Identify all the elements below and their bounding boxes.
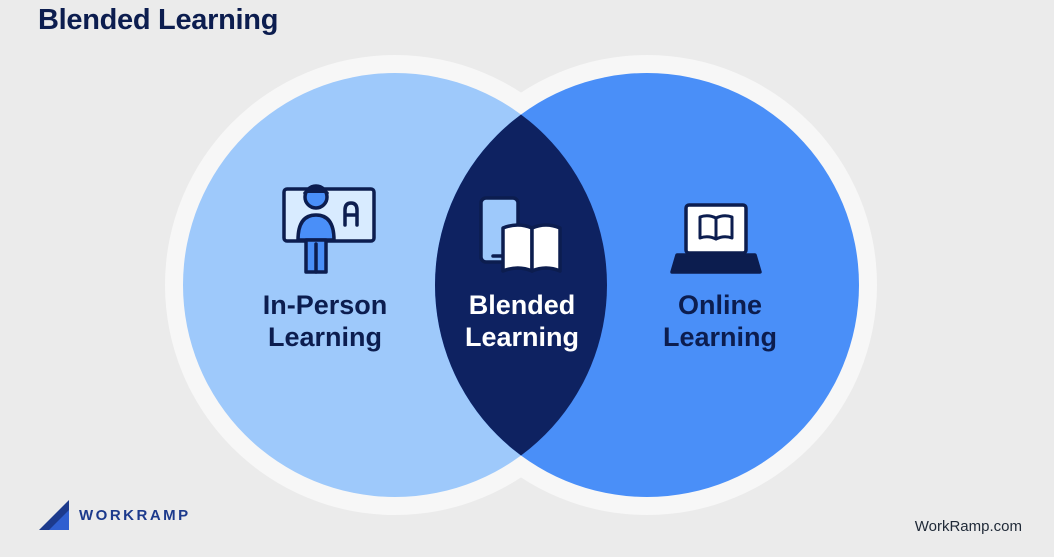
blended-overlap (435, 73, 607, 497)
blended-learning-label: Blended Learning (402, 289, 642, 353)
workramp-logo: WORKRAMP (39, 500, 191, 530)
in-person-label-line1: In-Person (262, 290, 388, 320)
teacher-board-icon (282, 184, 376, 274)
in-person-label-line2: Learning (267, 322, 382, 352)
laptop-book-icon (670, 203, 762, 274)
website-url: WorkRamp.com (914, 518, 1022, 535)
in-person-learning-label: In-Person Learning (205, 289, 445, 353)
blended-label-line1: Blended (468, 290, 576, 320)
workramp-logo-icon (39, 500, 69, 530)
online-learning-label: Online Learning (600, 289, 840, 353)
page-title: Blended Learning (38, 4, 279, 36)
logo-wordmark: WORKRAMP (79, 506, 191, 524)
online-label-line2: Learning (662, 322, 777, 352)
blended-label-line2: Learning (464, 322, 579, 352)
tablet-book-icon (479, 196, 562, 273)
online-label-line1: Online (677, 290, 762, 320)
